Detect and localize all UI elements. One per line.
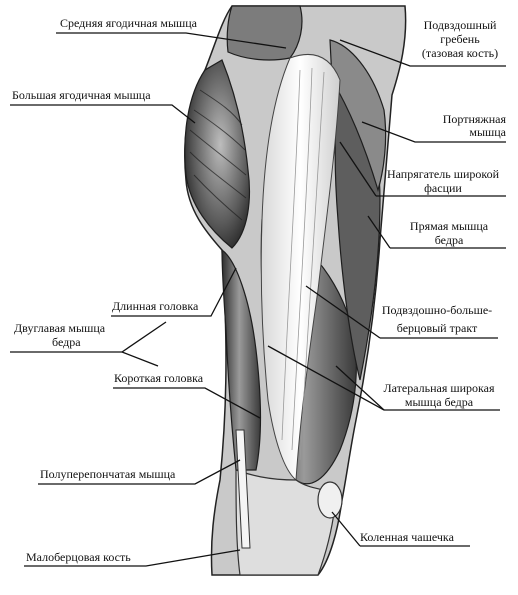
hamstring-shape [221,248,262,471]
label-itband-line2: берцовый тракт [396,321,478,335]
gluteus-medius-shape [226,5,303,61]
leader-lines-left [10,32,287,567]
label-biceps-line1: Двуглавая мышца [14,321,106,335]
leader-gluteus-medius [56,32,287,49]
label-tfl-line2: фасции [424,181,462,195]
label-vastus-line1: Латеральная широкая [383,381,495,395]
label-long-head: Длинная головка [112,299,199,313]
leader-vastus-lower [267,345,385,411]
leader-biceps-lower [121,351,159,367]
label-iliac-crest-line2: гребень [440,32,480,46]
fibula-shape [235,429,251,549]
label-patella: Коленная чашечка [360,530,454,544]
label-iliac-crest-line3: (тазовая кость) [421,46,499,60]
label-fibula: Малоберцовая кость [26,550,131,564]
tfl-sartorius-shape [329,39,387,193]
leader-tfl-tip [339,141,377,197]
label-sartorius-line1: Портняжная [442,112,506,126]
label-iliac-crest-line1: Подвздошный [423,18,497,32]
gluteus-fiber-lines [189,89,247,221]
label-semimembranosus: Полуперепончатая мышца [40,467,176,481]
patella-shape [317,481,343,519]
label-gluteus-medius: Средняя ягодичная мышца [60,16,198,30]
leader-biceps-upper [121,321,167,353]
leader-rectus-tip [367,215,391,249]
leader-gluteus-maximus [10,104,196,124]
label-gluteus-maximus: Большая ягодичная мышца [12,88,151,102]
leader-short-head [113,387,261,419]
leader-semimembranosus [38,459,241,485]
leader-fibula [24,549,241,567]
label-rectus-line1: Прямая мышца [409,219,489,233]
leader-sartorius [361,121,506,143]
label-vastus-line2: мышца бедра [404,395,474,409]
leader-iliac-crest [339,39,506,67]
leader-vastus-upper [335,365,385,411]
label-sartorius-line2: мышца [469,125,506,139]
label-biceps-line2: бедра [52,335,81,349]
label-tfl-line1: Напрягатель широкой [386,167,500,181]
leader-long-head [111,267,237,317]
leader-itband-tip [305,285,381,339]
label-rectus-line2: бедра [434,233,464,247]
tract-fiber-lines [281,67,325,461]
label-itband-line1: Подвздошно-больше- [381,303,493,317]
label-short-head: Короткая головка [114,371,204,385]
leader-lines-right [267,39,506,547]
leader-patella-tip [331,511,361,547]
